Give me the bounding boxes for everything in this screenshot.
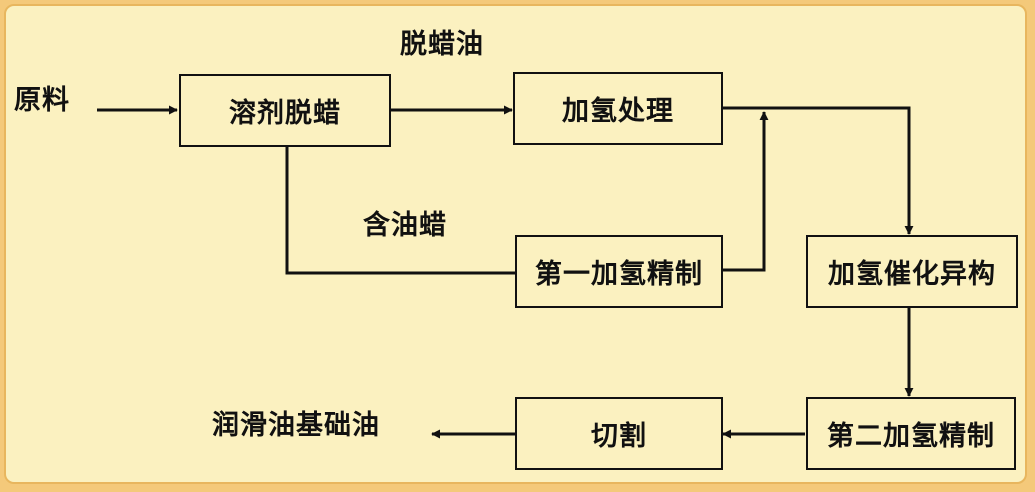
- output-label-lube-base-oil: 润滑油基础油: [212, 410, 380, 441]
- arrow-hydrotreating-to-isomerization: [722, 106, 914, 235]
- node-hydroisomerization: 加氢催化异构: [806, 235, 1018, 308]
- edge-label-oily-wax: 含油蜡: [363, 210, 447, 241]
- edge-label-dewaxed-oil: 脱蜡油: [400, 29, 484, 60]
- line-oily-wax: [285, 147, 515, 275]
- node-second-hydrofinishing: 第二加氢精制: [806, 397, 1016, 470]
- node-first-hydrofinishing: 第一加氢精制: [515, 235, 723, 308]
- arrow-first-hydrofinishing-return: [722, 111, 769, 272]
- node-cutting: 切割: [515, 397, 723, 470]
- node-solvent-dewaxing: 溶剂脱蜡: [179, 74, 391, 147]
- node-hydrotreating: 加氢处理: [513, 72, 723, 145]
- input-label-feedstock: 原料: [14, 85, 70, 116]
